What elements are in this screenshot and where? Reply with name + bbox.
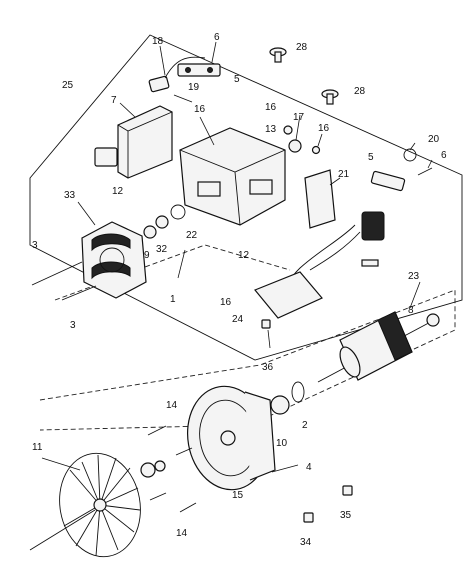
cord-plug-part — [148, 56, 206, 93]
callout-23: 23 — [408, 271, 420, 282]
screw-part-19 — [173, 94, 193, 103]
insulator-plate-part — [254, 271, 323, 319]
screw-part-right — [321, 89, 339, 105]
callout-4: 4 — [306, 462, 312, 473]
spring-part-17 — [288, 139, 302, 153]
callout-10: 10 — [276, 438, 288, 449]
retaining-ring-part-2 — [291, 381, 305, 403]
callout-18: 18 — [152, 36, 164, 47]
fan-washer-part-a — [140, 462, 156, 478]
field-coil-part — [81, 221, 147, 299]
callout-5: 5 — [234, 74, 240, 85]
long-screw-part-lower — [61, 285, 97, 301]
callout-13: 13 — [265, 124, 277, 135]
bearing-part-10 — [270, 395, 290, 415]
callout-1: 1 — [170, 294, 176, 305]
callout-16: 16 — [194, 104, 206, 115]
screw-part-top — [269, 47, 287, 63]
callout-25: 25 — [62, 80, 74, 91]
terminal-part-right — [370, 170, 406, 192]
bearing-part-9 — [143, 225, 157, 239]
fan-washer-part-b — [154, 460, 166, 472]
armature-part — [317, 311, 440, 383]
nut-part-13 — [283, 125, 293, 135]
callout-2: 2 — [302, 420, 308, 431]
end-housing-part — [186, 385, 276, 491]
callout-12: 12 — [238, 250, 250, 261]
terminal-part-upper — [177, 63, 221, 77]
washer-part-32 — [155, 215, 169, 229]
nut-part-16 — [311, 145, 321, 155]
switch-housing-part — [94, 105, 173, 179]
fan-part — [59, 452, 141, 558]
long-screw-part-upper — [31, 261, 83, 286]
callout-9: 9 — [144, 250, 150, 261]
callout-8: 8 — [408, 305, 414, 316]
callout-28: 28 — [354, 86, 366, 97]
callout-19: 19 — [188, 82, 200, 93]
callout-11: 11 — [32, 442, 43, 453]
callout-24: 24 — [232, 314, 244, 325]
callout-21: 21 — [338, 169, 350, 180]
brush-holder-frame-part — [179, 127, 286, 226]
motor-group-outline — [54, 244, 291, 301]
screw-part-34 — [303, 512, 314, 523]
washer-part-22 — [170, 204, 186, 220]
screw-part-14-a — [147, 425, 167, 436]
callout-5: 5 — [368, 152, 374, 163]
callout-20: 20 — [428, 134, 440, 145]
callout-12: 12 — [112, 186, 124, 197]
callout-17: 17 — [293, 112, 305, 123]
callout-16: 16 — [265, 102, 277, 113]
callout-16: 16 — [220, 297, 232, 308]
callout-14: 14 — [176, 528, 188, 539]
screw-part-35 — [342, 485, 353, 496]
callout-34: 34 — [300, 537, 312, 548]
callout-36: 36 — [262, 362, 274, 373]
callout-6: 6 — [441, 150, 447, 161]
screw-part-36 — [261, 319, 271, 329]
callout-15: 15 — [232, 490, 244, 501]
clip-part-20 — [403, 148, 417, 162]
callout-6: 6 — [214, 32, 220, 43]
screw-part-14-c — [149, 492, 167, 501]
callout-14: 14 — [166, 400, 178, 411]
callout-7: 7 — [111, 95, 117, 106]
callout-3: 3 — [32, 240, 38, 251]
callout-3: 3 — [70, 320, 76, 331]
callout-35: 35 — [340, 510, 352, 521]
bracket-part-21 — [304, 169, 336, 229]
screw-part-14-d — [179, 502, 197, 513]
assembly-outline — [29, 34, 463, 361]
callout-28: 28 — [296, 42, 308, 53]
shaft-part — [29, 509, 96, 551]
callout-32: 32 — [156, 244, 168, 255]
leader-lines — [41, 41, 433, 473]
callout-33: 33 — [64, 190, 76, 201]
screw-part-6-right — [417, 167, 433, 176]
screw-part-14-b — [175, 447, 193, 456]
callout-22: 22 — [186, 230, 198, 241]
callout-16: 16 — [318, 123, 330, 134]
